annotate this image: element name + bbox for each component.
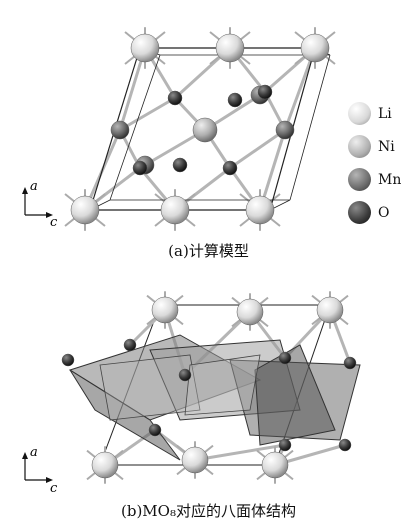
o-atom [278, 438, 292, 452]
o-atom [343, 356, 357, 370]
axis-indicator: a c [22, 445, 58, 496]
o-atom [227, 92, 243, 108]
cell-edge [289, 54, 331, 201]
legend-label-o: O [378, 205, 390, 221]
octahedron-face [69, 369, 181, 461]
bond [283, 47, 317, 131]
octahedral-structure-diagram: a c [22, 291, 361, 496]
li-atom [300, 33, 330, 63]
axis-c-label: c [50, 481, 58, 496]
legend-label-mn: Mn [378, 172, 402, 188]
li-atom [236, 298, 264, 326]
bond [118, 47, 147, 131]
bond [229, 128, 286, 170]
caption-b: (b)MO₈对应的八面体结构 [121, 502, 296, 520]
atom-set [61, 296, 357, 479]
bond [119, 96, 176, 132]
axis-c-label: c [50, 215, 58, 230]
legend-item-mn: Mn [348, 166, 416, 199]
o-atom [148, 423, 162, 437]
li-atom [245, 195, 275, 225]
octahedron-face [99, 354, 201, 421]
li-atom [316, 296, 344, 324]
ni-swatch [348, 135, 371, 158]
axis-indicator: a c [22, 179, 58, 230]
li-atom [160, 195, 190, 225]
atom-set [70, 33, 330, 225]
o-atom [167, 90, 183, 106]
mn-swatch [348, 168, 371, 191]
axis-a-arrowhead [22, 187, 28, 194]
mn-atom [275, 120, 295, 140]
bond [194, 443, 286, 462]
legend-item-ni: Ni [348, 133, 416, 166]
octahedron-face [184, 354, 261, 416]
o-swatch [348, 201, 371, 224]
octahedra [68, 334, 361, 461]
panel-a-calculation-model: a c (a)计算模型 [22, 27, 336, 260]
legend-label-li: Li [378, 106, 392, 122]
axis-c-arrowhead [46, 477, 53, 483]
caption-a: (a)计算模型 [168, 242, 249, 260]
panel-b-octahedral-structure: a c (b)MO₈对应的八面体结构 [0, 270, 417, 527]
li-swatch [348, 102, 371, 125]
legend-item-li: Li [348, 100, 416, 133]
li-atom [261, 451, 289, 479]
o-atom [222, 160, 238, 176]
o-atom [123, 338, 137, 352]
li-atom [70, 195, 100, 225]
o-atom [132, 160, 148, 176]
cell-edge [109, 54, 161, 201]
crystal-model-diagram: a c [22, 27, 336, 231]
li-atom [130, 33, 160, 63]
axis-c-arrowhead [46, 212, 53, 218]
li-atom [91, 451, 119, 479]
li-atom [215, 33, 245, 63]
o-atom [278, 351, 292, 365]
mn-atom [110, 120, 130, 140]
legend-label-ni: Ni [378, 139, 395, 155]
o-atom [61, 353, 75, 367]
o-atom [172, 157, 188, 173]
axis-a-label: a [30, 179, 38, 194]
li-atom [181, 446, 209, 474]
o-atom [257, 84, 273, 100]
ni-atom [192, 117, 218, 143]
axis-a-label: a [30, 445, 38, 460]
li-atom [151, 296, 179, 324]
legend-item-o: O [348, 199, 416, 232]
legend: Li Ni Mn O [348, 100, 416, 232]
o-atom [178, 368, 192, 382]
o-atom [338, 438, 352, 452]
axis-a-arrowhead [22, 452, 28, 459]
